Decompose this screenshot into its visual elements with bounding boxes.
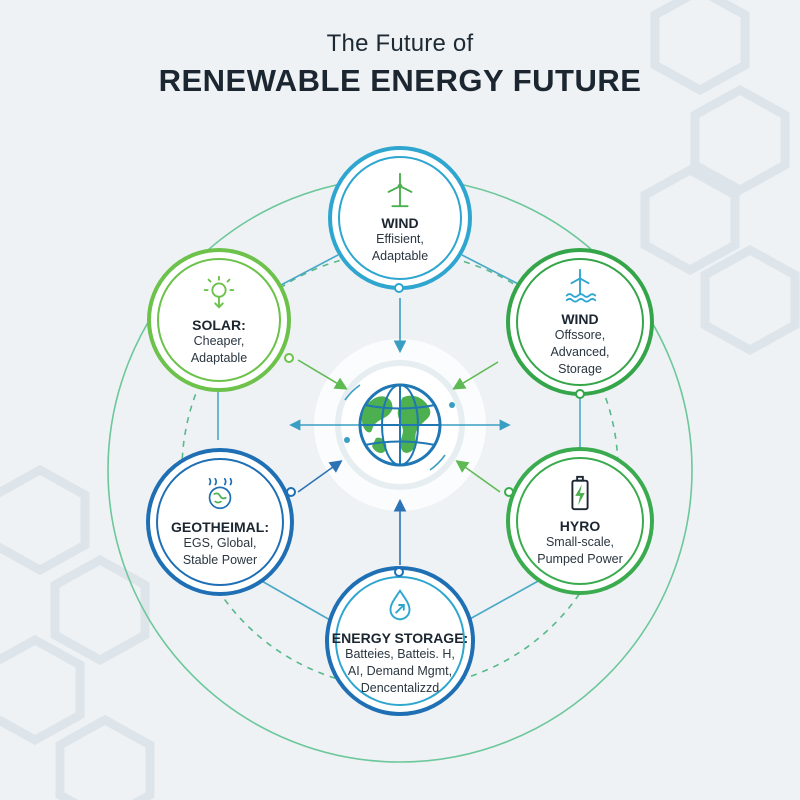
storage-desc-2: AI, Demand Mgmt,	[347, 663, 453, 678]
storage-connector-dot	[394, 567, 404, 577]
node-solar[interactable]: SOLAR: Cheaper, Adaptable	[147, 248, 291, 392]
geothermal-desc-2: Stable Power	[182, 553, 258, 567]
node-wind-right[interactable]: WIND Offssore, Advanced, Storage	[506, 248, 654, 396]
offshore-wind-icon	[565, 268, 597, 303]
battery-icon	[571, 475, 589, 511]
sun-icon	[203, 275, 235, 309]
hydro-connector-dot	[504, 487, 514, 497]
wind-right-desc-2: Advanced,	[550, 344, 610, 359]
storage-desc-1: Batteies, Batteis. H,	[345, 646, 455, 661]
diagram-title: RENEWABLE ENERGY FUTURE	[158, 63, 642, 98]
node-wind-top[interactable]: WIND Effisient, Adaptable	[328, 146, 472, 290]
wind-right-connector-dot	[575, 389, 585, 399]
wind-top-desc-1: Effisient,	[376, 232, 424, 246]
solar-desc-2: Adaptable	[190, 351, 248, 365]
hydro-title: HYRO	[559, 518, 601, 534]
water-drop-icon	[389, 588, 411, 620]
solar-connector-dot	[284, 353, 294, 363]
wind-right-desc-1: Offssore,	[554, 327, 606, 342]
geothermal-connector-dot	[286, 487, 296, 497]
geothermal-desc-1: EGS, Global,	[183, 536, 257, 550]
geothermal-title: GEOTHEIMAL:	[171, 519, 269, 535]
storage-desc-3: Dencentalizzd	[360, 680, 440, 695]
wind-right-title: WIND	[561, 310, 599, 327]
arrow-from-solar	[297, 359, 348, 390]
geothermal-globe-icon	[208, 477, 233, 510]
hydro-desc-1: Small-scale,	[545, 535, 615, 549]
wind-top-desc-2: Adaptable	[371, 249, 429, 263]
node-hydro[interactable]: HYRO Small-scale, Pumped Power	[506, 447, 654, 595]
wind-turbine-icon	[387, 172, 413, 208]
node-geothermal[interactable]: GEOTHEIMAL: EGS, Global, Stable Power	[146, 448, 294, 596]
storage-title: ENERGY STORAGE:	[331, 629, 469, 646]
solar-title: SOLAR:	[192, 317, 246, 333]
arrow-from-geothermal	[297, 460, 343, 493]
diagram-subtitle: The Future of	[326, 30, 474, 57]
solar-desc-1: Cheaper,	[193, 334, 245, 348]
node-energy-storage[interactable]: ENERGY STORAGE: Batteies, Batteis. H, AI…	[325, 566, 475, 716]
wind-top-connector-dot	[394, 283, 404, 293]
hydro-desc-2: Pumped Power	[537, 552, 623, 566]
globe-icon	[358, 383, 442, 467]
wind-right-desc-3: Storage	[558, 361, 602, 376]
wind-top-title: WIND	[381, 215, 419, 231]
arrow-from-wind-right	[452, 361, 499, 390]
arrow-from-hydro	[455, 460, 501, 493]
